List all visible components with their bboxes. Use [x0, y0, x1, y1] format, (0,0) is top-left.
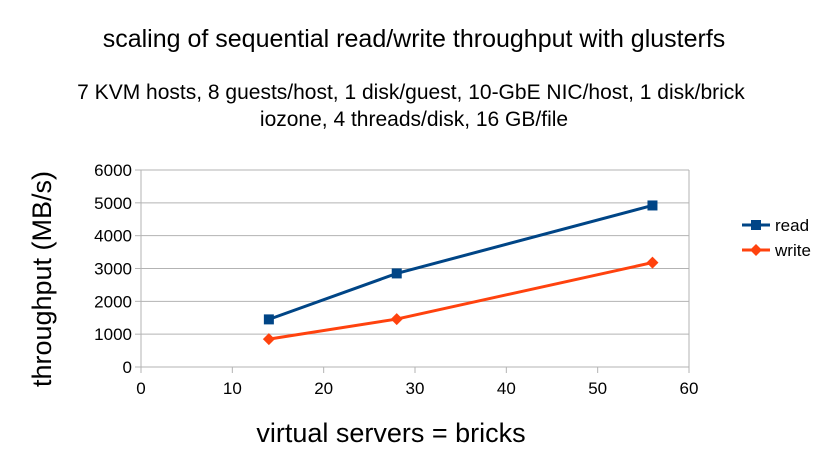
x-tick-label-1: 10 [223, 379, 242, 398]
y-tick-label-2: 2000 [94, 292, 132, 311]
data-point-write-1 [390, 313, 403, 326]
series-line-read [268, 204, 653, 321]
legend-label-write: write [774, 241, 811, 260]
x-axis-title: virtual servers = bricks [256, 418, 525, 448]
y-tick-label-1: 1000 [94, 325, 132, 344]
grid [141, 169, 689, 368]
data-point-write-0 [262, 333, 275, 346]
x-tick-label-0: 0 [136, 379, 145, 398]
legend-marker-read [751, 220, 761, 230]
y-tick-label-0: 0 [123, 358, 132, 377]
x-tick-label-5: 50 [588, 379, 607, 398]
series-layer [262, 200, 659, 346]
x-tick-label-6: 60 [680, 379, 699, 398]
x-tick-label-2: 20 [314, 379, 333, 398]
legend: read write [742, 216, 811, 260]
legend-label-read: read [775, 216, 809, 235]
y-tick-labels: 0 1000 2000 3000 4000 5000 6000 [94, 161, 132, 377]
chart-subtitle-line-1: 7 KVM hosts, 8 guests/host, 1 disk/guest… [77, 81, 745, 104]
chart-title: scaling of sequential read/write through… [103, 25, 726, 53]
y-tick-label-3: 3000 [94, 260, 132, 279]
y-axis-title: throughput (MB/s) [27, 171, 57, 387]
y-tick-label-6: 6000 [94, 161, 132, 180]
x-tick-label-4: 40 [497, 379, 516, 398]
data-point-read-1 [391, 268, 402, 279]
y-tick-label-4: 4000 [94, 227, 132, 246]
data-point-read-0 [263, 314, 274, 325]
chart-subtitle-line-2: iozone, 4 threads/disk, 16 GB/file [260, 108, 568, 131]
legend-marker-write [750, 244, 762, 256]
axes [135, 169, 690, 373]
y-tick-label-5: 5000 [94, 194, 132, 213]
data-point-read-2 [647, 200, 658, 211]
data-point-write-2 [646, 256, 659, 269]
x-tick-label-3: 30 [406, 379, 425, 398]
x-tick-labels: 0 10 20 30 40 50 60 [136, 379, 698, 398]
